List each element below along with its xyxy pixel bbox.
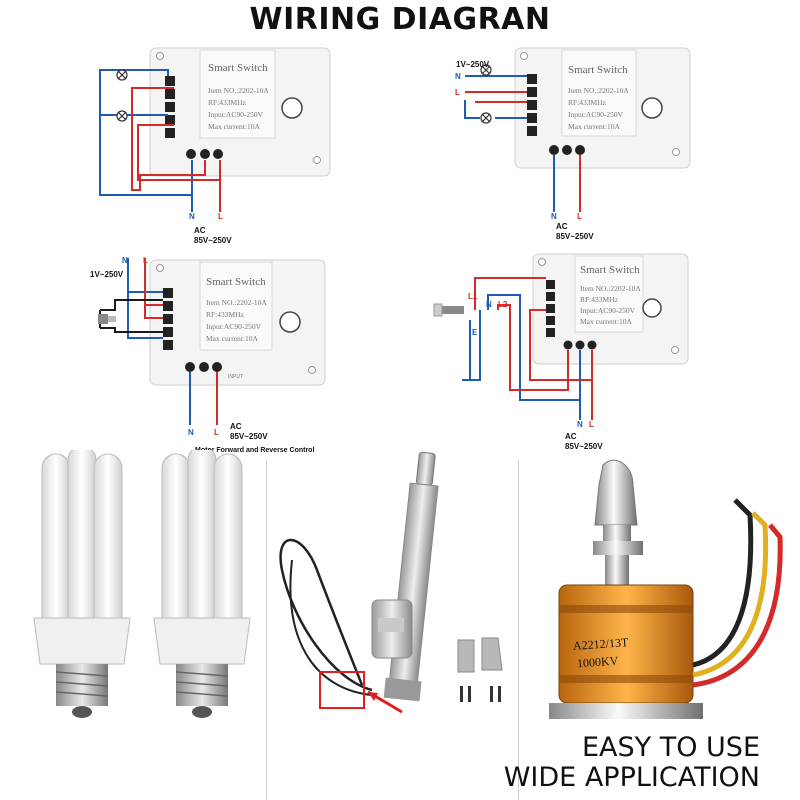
device-input: Input:AC90-250V [208,110,263,119]
neutral-label: N [188,428,194,437]
dc-range-label: 1V~250V [90,270,124,279]
wiring-diagram-2: 1V~250V N L Smart Switch Item NO.:2202-1… [400,0,800,250]
device-item: Item NO.:2202-10A [206,298,267,307]
ac-label: AC [194,226,206,235]
device-item: Item NO.:2202-10A [568,86,629,95]
l1-label: L1 [468,292,478,301]
ac-range-label: 85V~250V [194,236,232,245]
diagram-4-wires [433,253,689,420]
diagram-2-wires [464,47,691,212]
device-rf: RF:433MHz [580,295,618,304]
device-rf: RF:433MHz [208,98,246,107]
live-label: L [214,428,219,437]
motor-caption: Motor Forward and Reverse Control [195,447,315,454]
l2-label: L2 [498,300,508,309]
device-input: Input:AC90-250V [206,322,261,331]
device-title: Smart Switch [208,62,268,74]
ac-label: AC [556,222,568,231]
lamp-1 [33,450,131,718]
live-label: L [455,88,460,97]
ac-range-label: 85V~250V [565,442,603,451]
ac-label: AC [565,432,577,441]
ac-range-label: 85V~250V [230,432,268,441]
device-rf: RF:433MHz [206,310,244,319]
device-title: Smart Switch [206,276,266,288]
device-item: Item NO.:2202-10A [208,86,269,95]
diagram-1-wires [99,47,331,212]
wiring-diagram-3: N L 1V~250V Smart Switch Item NO.:2202-1… [0,250,400,455]
cfl-lamps-drawing [33,450,251,718]
device-input: Input:AC90-250V [580,306,635,315]
neutral-label: N [486,300,492,309]
live-label: L [589,420,594,429]
live-label: L [577,212,582,221]
neutral-label: N [551,212,557,221]
page-title: WIRING DIAGRAN [249,2,551,37]
divider [266,460,267,800]
dc-range-label: 1V~250V [456,60,490,69]
divider [518,460,519,800]
brushless-motor-drawing [549,459,783,719]
earth-label: E [472,328,478,337]
device-current: Max current:10A [208,122,260,131]
device-title: Smart Switch [568,64,628,76]
live-label: L [143,256,148,265]
brushless-motor-illustration: A2212/13T 1000KV [525,455,795,730]
device-current: Max current:10A [568,122,620,131]
ac-label: AC [230,422,242,431]
wiring-diagram-4: L1 N L2 E Smart Switch Item NO.:2202-10A… [400,250,800,455]
cfl-lamps-illustration [20,450,260,730]
lamp-2 [153,450,251,718]
neutral-label: N [122,256,128,265]
device-item: Item NO.:2202-10A [580,284,641,293]
device-input: Input:AC90-250V [568,110,623,119]
neutral-label: N [189,212,195,221]
neutral-label: N [577,420,583,429]
input-label: INPUT [228,374,243,380]
slogan-line-1: EASY TO USE [581,732,760,763]
device-current: Max current:10A [206,334,258,343]
neutral-label: N [455,72,461,81]
device-rf: RF:433MHz [568,98,606,107]
linear-actuator-illustration [272,450,516,735]
device-title: Smart Switch [580,264,640,276]
linear-actuator-drawing [279,451,503,714]
slogan-line-2: WIDE APPLICATION [503,762,760,793]
diagram-3-wires [98,258,326,425]
motor-kv-label: 1000KV [576,653,619,671]
ac-range-label: 85V~250V [556,232,594,241]
wiring-diagram-1: Smart Switch Item NO.:2202-10A RF:433MHz… [0,0,400,250]
device-current: Max current:10A [580,317,632,326]
live-label: L [218,212,223,221]
